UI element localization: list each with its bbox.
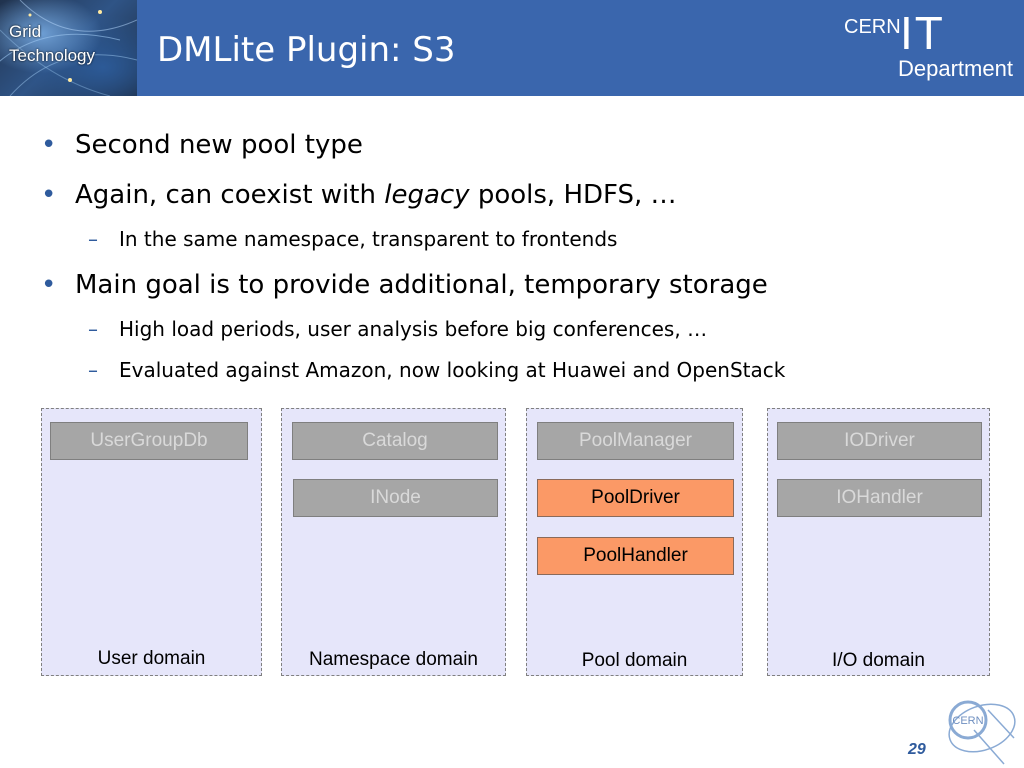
logo-department-text: Department	[898, 56, 1013, 81]
pool-domain-panel: PoolManager PoolDriver PoolHandler Pool …	[526, 408, 743, 676]
bullet-dot-icon: •	[41, 270, 57, 300]
bullet-text: Second new pool type	[75, 130, 363, 160]
bullet-text: Again, can coexist with legacy pools, HD…	[75, 180, 677, 210]
user-domain-label: User domain	[97, 648, 206, 669]
iodriver-box: IODriver	[777, 422, 982, 460]
cern-seal-logo: CERN	[948, 700, 1016, 765]
slide-title: DMLite Plugin: S3	[157, 30, 456, 70]
sub-bullet-text: High load periods, user analysis before …	[119, 317, 708, 341]
pooldriver-box: PoolDriver	[537, 479, 734, 517]
bullet-text-pre: Again, can coexist with	[75, 180, 385, 210]
logo-it-text: IT	[900, 7, 945, 59]
namespace-domain-label: Namespace domain	[309, 649, 478, 670]
bullet-text-post: pools, HDFS, …	[469, 180, 677, 210]
seal-cern-text: CERN	[952, 715, 983, 727]
io-domain-panel: IODriver IOHandler I/O domain	[767, 408, 990, 676]
grid-technology-logo: Grid Technology	[0, 0, 137, 96]
inode-box: INode	[293, 479, 498, 517]
cern-it-department-logo: CERN IT Department	[818, 7, 1018, 90]
logo-text-technology: Technology	[9, 46, 96, 65]
catalog-box: Catalog	[292, 422, 498, 460]
globe-network-icon	[0, 0, 137, 96]
sub-bullet-text: In the same namespace, transparent to fr…	[119, 227, 618, 251]
usergroupdb-box: UserGroupDb	[50, 422, 248, 460]
logo-cern-text: CERN	[844, 16, 901, 38]
bullet-text: Main goal is to provide additional, temp…	[75, 270, 768, 300]
dash-icon: –	[88, 358, 98, 382]
io-domain-label: I/O domain	[832, 650, 925, 671]
logo-text-grid: Grid	[9, 22, 42, 41]
dash-icon: –	[88, 317, 98, 341]
pool-domain-label: Pool domain	[581, 650, 688, 671]
poolhandler-box: PoolHandler	[537, 537, 734, 575]
bullet-dot-icon: •	[41, 130, 57, 160]
iohandler-box: IOHandler	[777, 479, 982, 517]
bullet-text-emphasis: legacy	[384, 180, 470, 210]
user-domain-panel: UserGroupDb User domain	[41, 408, 262, 676]
dash-icon: –	[88, 227, 98, 251]
bullet-dot-icon: •	[41, 180, 57, 210]
page-number: 29	[908, 741, 926, 758]
header-bar: Grid Technology DMLite Plugin: S3 CERN I…	[0, 0, 1024, 96]
poolmanager-box: PoolManager	[537, 422, 734, 460]
sub-bullet-text: Evaluated against Amazon, now looking at…	[119, 358, 786, 382]
namespace-domain-panel: Catalog INode Namespace domain	[281, 408, 506, 676]
